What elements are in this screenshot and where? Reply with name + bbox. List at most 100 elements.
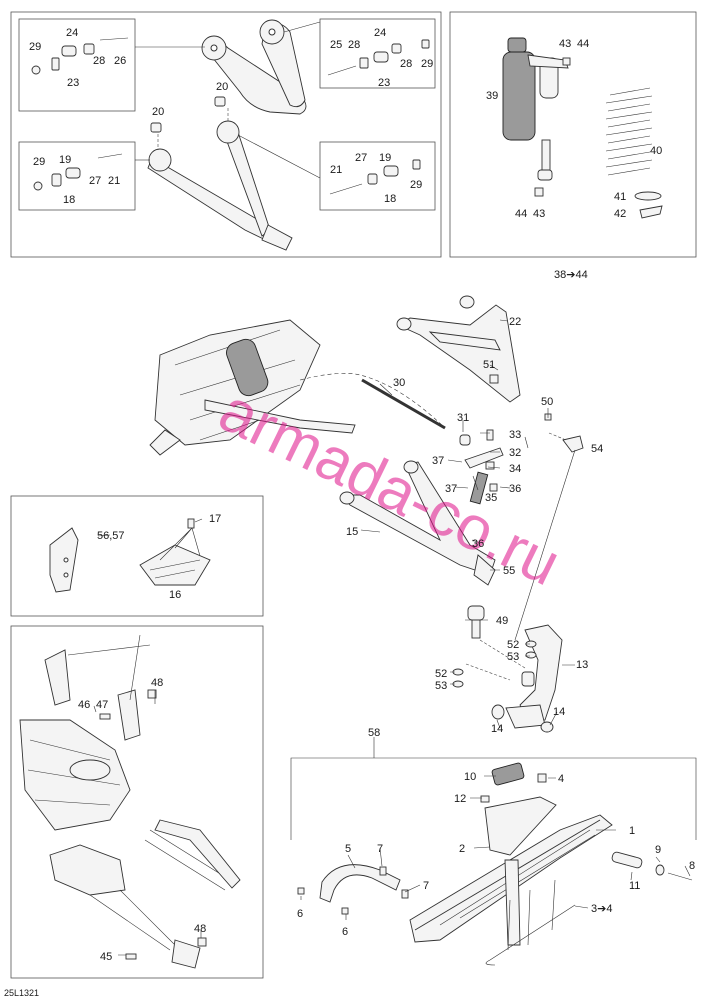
callout-54: 54 (591, 443, 603, 455)
ski-handle-5-drawing (297, 864, 409, 915)
callout-31: 31 (457, 412, 469, 424)
leader-b (283, 21, 321, 33)
callout-51: 51 (483, 359, 495, 371)
callout-27: 27 (89, 175, 101, 187)
ski-group-bracket (290, 757, 697, 840)
callout-18: 18 (384, 193, 396, 205)
spring-drawing (605, 87, 653, 176)
callout-14: 14 (553, 706, 565, 718)
callout-22: 22 (509, 316, 521, 328)
shock-nut-upper (562, 57, 571, 66)
ball-joint-49 (467, 605, 485, 639)
callout-19: 19 (379, 152, 391, 164)
callout-5: 5 (345, 843, 351, 855)
callout-36: 36 (509, 483, 521, 495)
callout-7: 7 (377, 843, 383, 855)
upper-a-arm-drawing (201, 19, 307, 115)
callout-28: 28 (348, 39, 360, 51)
callout-53: 53 (507, 651, 519, 663)
callout-48: 48 (151, 677, 163, 689)
callout-33: 33 (509, 429, 521, 441)
callout-32: 32 (509, 447, 521, 459)
callout-21: 21 (330, 164, 342, 176)
callout-27: 27 (355, 152, 367, 164)
lower-a-arm-15 (339, 460, 496, 586)
callout-17: 17 (209, 513, 221, 525)
leader-d (237, 134, 321, 179)
callout-6: 6 (342, 926, 348, 938)
inset-ur-hardware (327, 39, 430, 76)
callout-2: 2 (459, 843, 465, 855)
callout-37: 37 (445, 483, 457, 495)
callout-13: 13 (576, 659, 588, 671)
callout-1: 1 (629, 825, 635, 837)
bumper-bracket-56 (49, 527, 79, 593)
ski-legs-2-drawing (480, 762, 557, 856)
inset-lower-left (18, 141, 136, 211)
callout-6: 6 (297, 908, 303, 920)
inset-ll-hardware (33, 153, 123, 191)
callout-35: 35 (485, 492, 497, 504)
callout-19: 19 (59, 154, 71, 166)
callout-29: 29 (29, 41, 41, 53)
callout-43: 43 (559, 38, 571, 50)
callout-48: 48 (194, 923, 206, 935)
callout-24: 24 (374, 27, 386, 39)
steering-rod-30 (361, 378, 446, 430)
callout-16: 16 (169, 589, 181, 601)
callout-24: 24 (66, 27, 78, 39)
callout-55: 55 (503, 565, 515, 577)
chassis-front-drawing (19, 634, 241, 969)
callout-39: 39 (486, 90, 498, 102)
spindle-13 (491, 624, 563, 733)
callout-7: 7 (423, 880, 429, 892)
shock-nut-lower (534, 187, 544, 197)
callout-20: 20 (152, 106, 164, 118)
a-arm-hardware-frame (10, 11, 442, 258)
callout-18: 18 (63, 194, 75, 206)
callout-3-to-4: 3➔4 (591, 903, 612, 915)
callout-43: 43 (533, 208, 545, 220)
callout-28: 28 (400, 58, 412, 70)
callout-34: 34 (509, 463, 521, 475)
callout-12: 12 (454, 793, 466, 805)
callout-37: 37 (432, 455, 444, 467)
callout-56-57: 56,57 (97, 530, 125, 542)
figure-code: 25L1321 (4, 988, 39, 998)
callout-21: 21 (108, 175, 120, 187)
callout-46: 46 (78, 699, 90, 711)
callout-47: 47 (96, 699, 108, 711)
inset-lower-right (319, 141, 436, 211)
ski-1-drawing (409, 814, 613, 966)
callout-38-to-44: 38➔44 (554, 269, 588, 281)
frame-view-frame (10, 625, 264, 979)
callout-58: 58 (368, 727, 380, 739)
inset-upper-left (18, 18, 136, 112)
callout-53: 53 (435, 680, 447, 692)
spring-seat (634, 191, 662, 201)
callout-29: 29 (33, 156, 45, 168)
callout-49: 49 (496, 615, 508, 627)
callout-8: 8 (689, 860, 695, 872)
callout-44: 44 (577, 38, 589, 50)
callout-40: 40 (650, 145, 662, 157)
callout-36: 36 (472, 538, 484, 550)
callout-44: 44 (515, 208, 527, 220)
lower-a-arm-drawing (147, 120, 293, 251)
callout-25: 25 (330, 39, 342, 51)
callout-29: 29 (421, 58, 433, 70)
shock-absorber-drawing (502, 37, 569, 181)
callout-leaders (93, 319, 691, 956)
callout-29: 29 (410, 179, 422, 191)
inset-ul-hardware (31, 37, 129, 75)
skid-plate-16 (139, 518, 211, 586)
callout-52: 52 (507, 639, 519, 651)
inset-upper-right (319, 18, 436, 89)
callout-23: 23 (67, 77, 79, 89)
callout-15: 15 (346, 526, 358, 538)
inset-lr-hardware (329, 159, 421, 195)
callout-52: 52 (435, 668, 447, 680)
callout-50: 50 (541, 396, 553, 408)
callout-28: 28 (93, 55, 105, 67)
